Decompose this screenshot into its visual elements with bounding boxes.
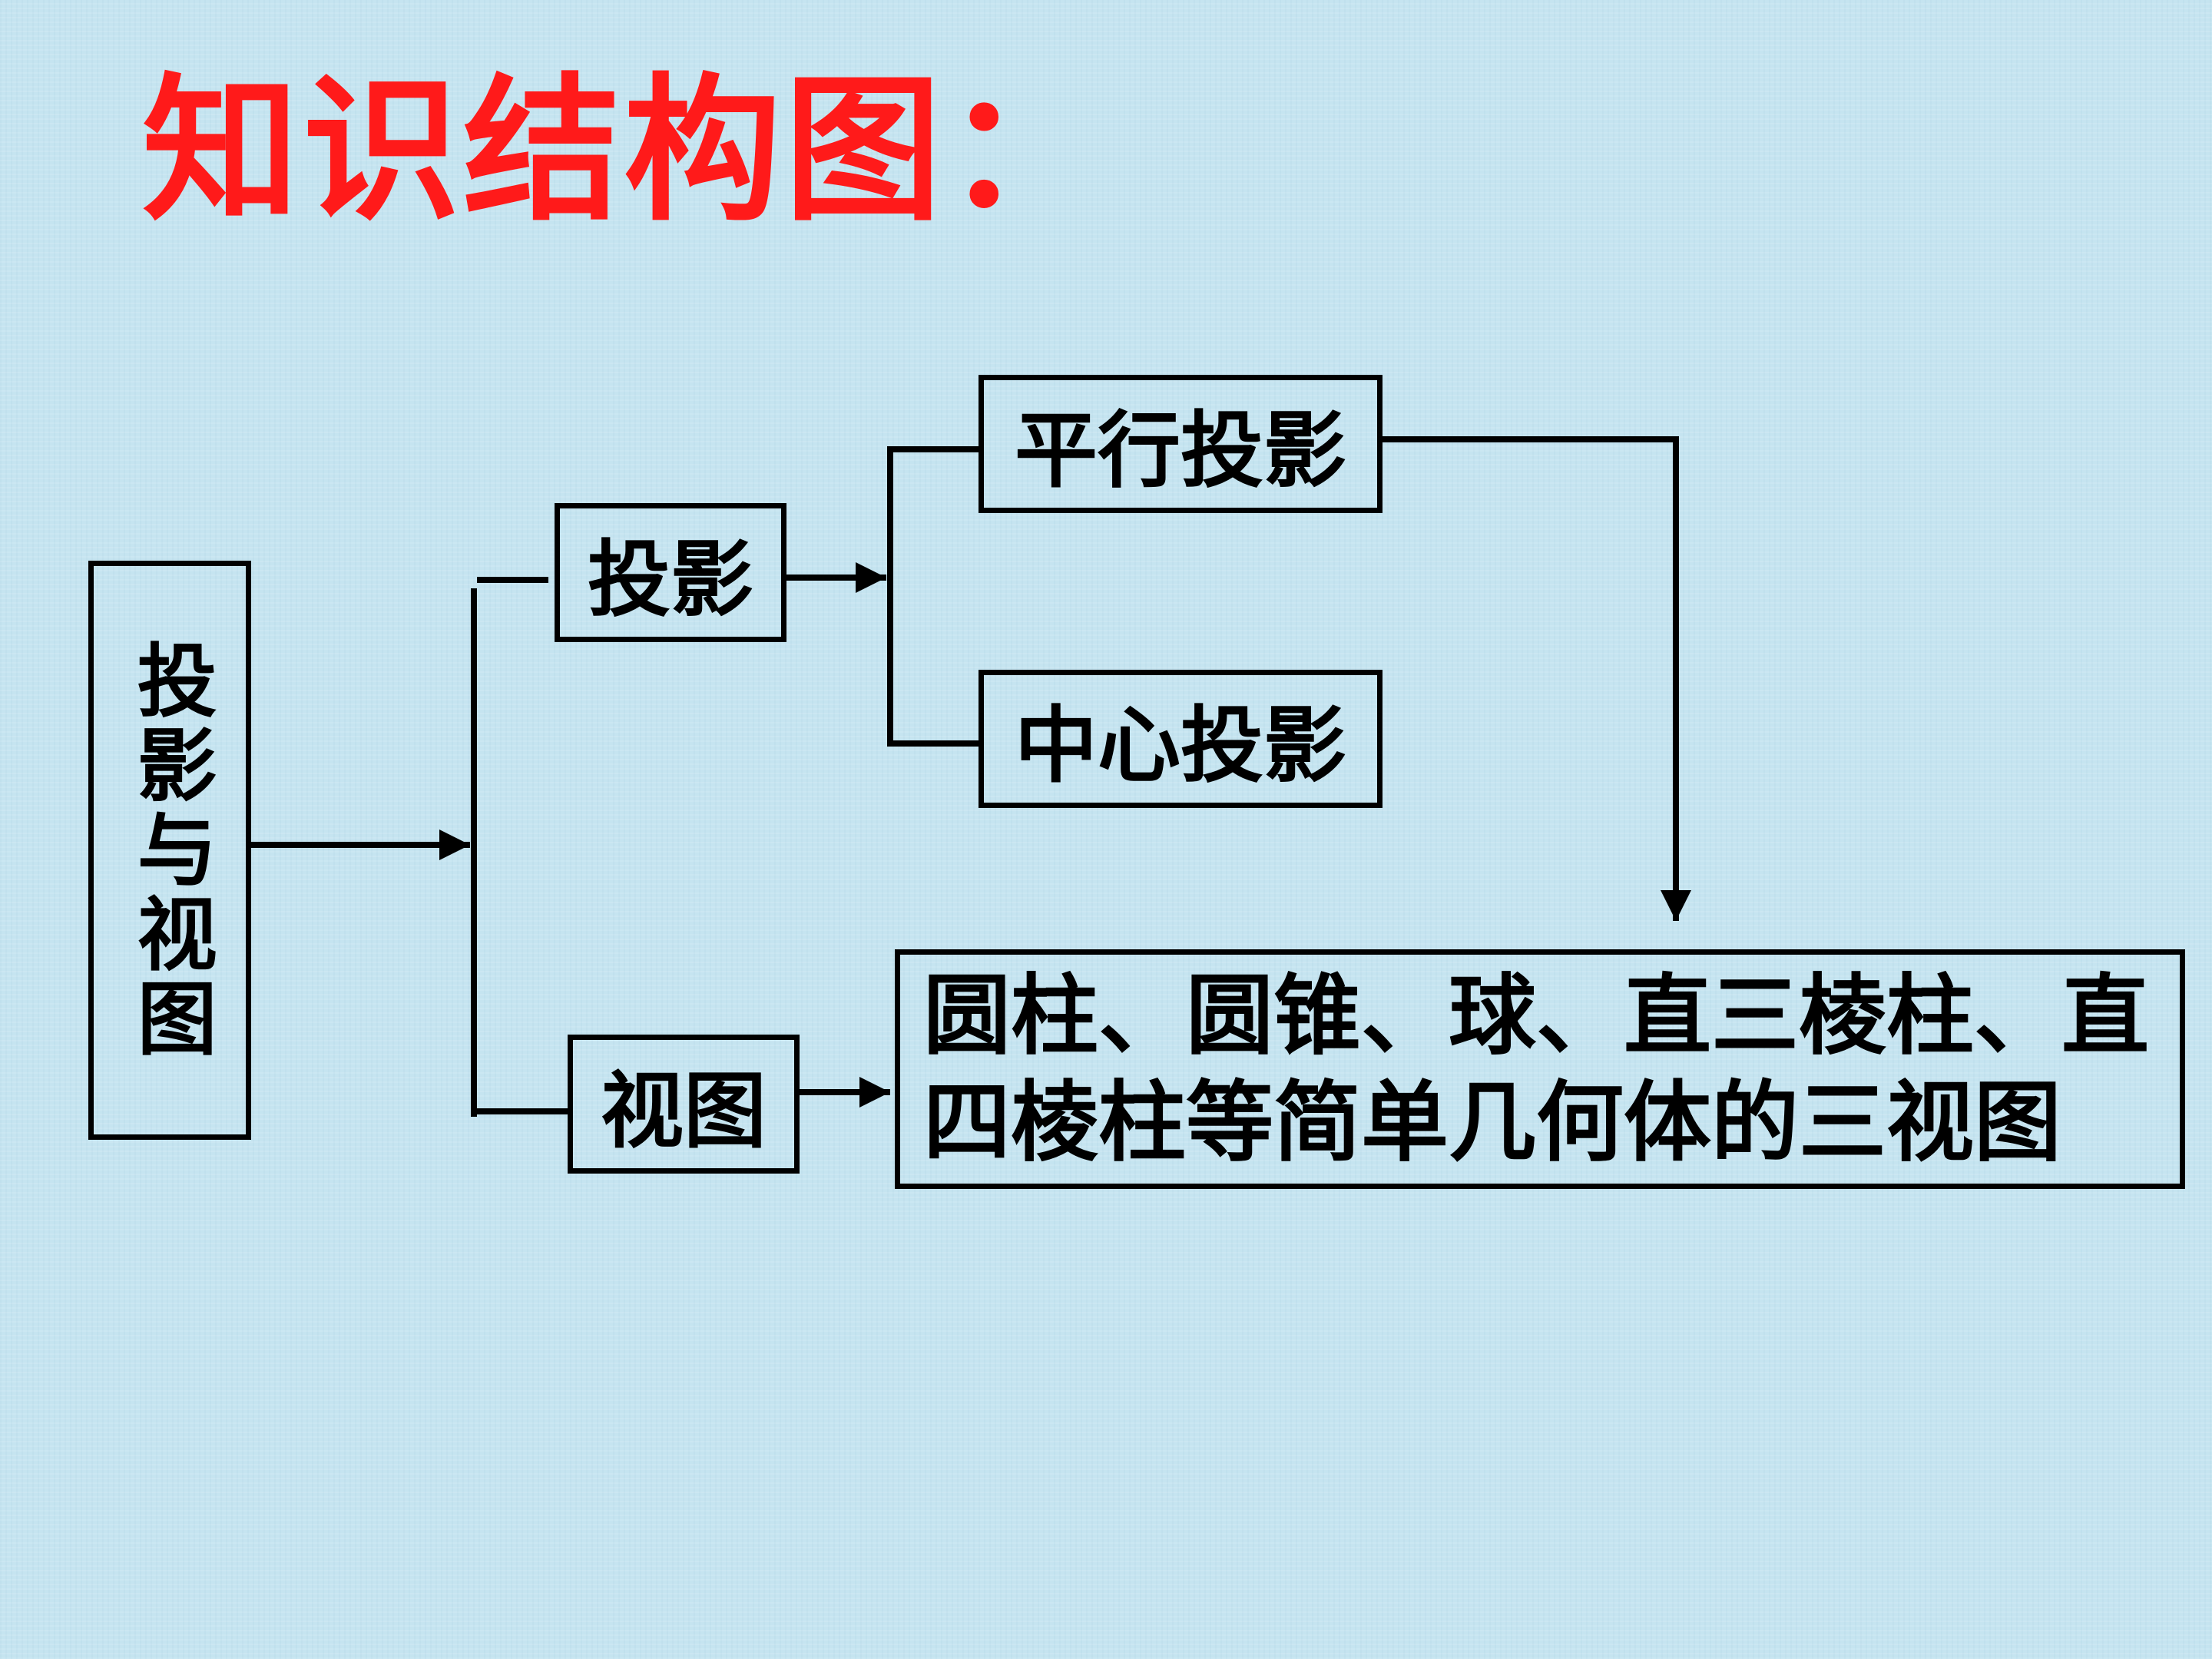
node-view-label: 视图 <box>600 1062 767 1160</box>
page-title: 知识结构图： <box>142 60 1105 243</box>
node-central-projection-label: 中心投影 <box>1014 697 1346 794</box>
node-parallel-projection-label: 平行投影 <box>1014 402 1346 499</box>
node-projection-label: 投影 <box>587 531 753 628</box>
node-three-views: 圆柱、圆锥、球、直三棱柱、直四棱柱等简单几何体的三视图 <box>895 949 2185 1189</box>
node-projection: 投影 <box>555 503 786 642</box>
node-three-views-label: 圆柱、圆锥、球、直三棱柱、直四棱柱等简单几何体的三视图 <box>923 963 2150 1174</box>
edge-parallel-to-three-views <box>1379 436 1691 921</box>
node-view: 视图 <box>568 1035 800 1174</box>
node-central-projection: 中心投影 <box>979 670 1382 808</box>
node-projection-and-view-label: 投影与视图 <box>123 639 218 1061</box>
node-projection-and-view: 投影与视图 <box>88 561 251 1140</box>
node-parallel-projection: 平行投影 <box>979 375 1382 513</box>
